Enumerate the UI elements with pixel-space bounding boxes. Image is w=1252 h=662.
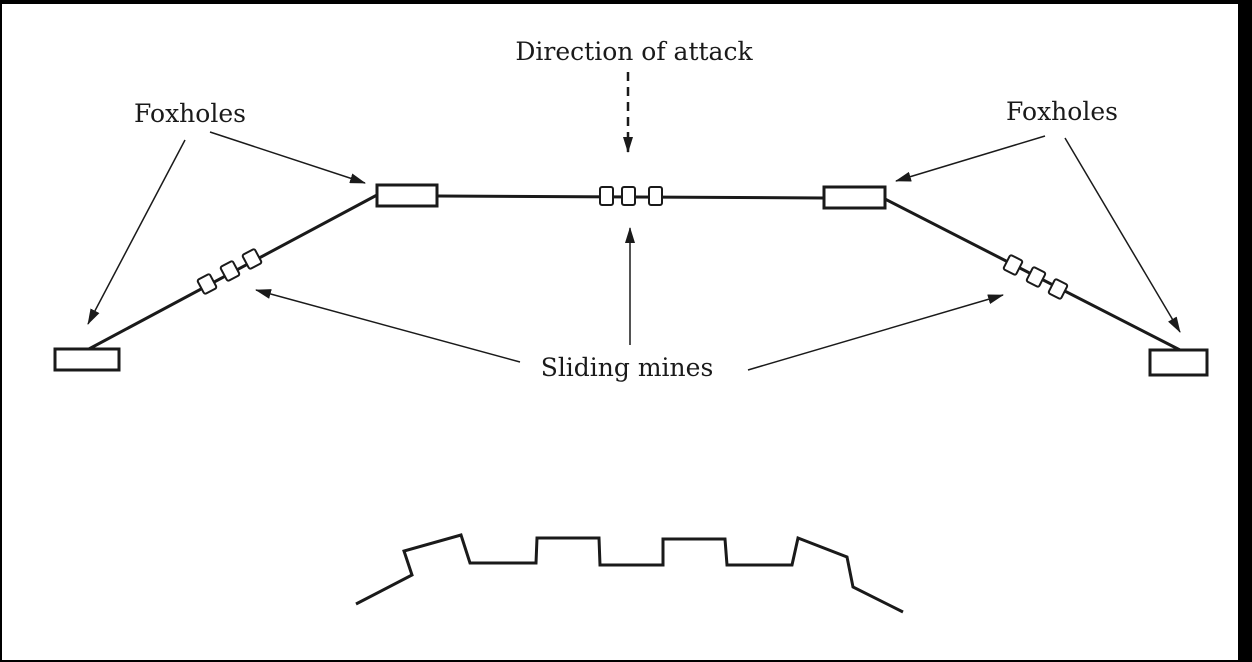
mine [219,260,241,282]
mines-arrow-to-right [747,294,1004,371]
foxholes-label-right: Foxholes [1006,97,1118,126]
mine [196,273,218,295]
trench-outline [355,533,904,614]
mine [621,186,636,206]
sliding-mines-right [1002,254,1069,300]
mines-arrow-to-left [255,289,521,363]
foxholes-label-left: Foxholes [134,99,246,128]
mine [1047,278,1069,300]
mine [241,248,263,270]
foxholes-arrow-left-to-center-left [209,131,366,184]
foxhole-center-left [375,183,439,208]
foxholes-arrow-right-to-far-right [1064,137,1181,333]
mine [1025,266,1047,288]
sliding-mines-center [599,186,663,206]
foxhole-center-right [822,185,887,210]
foxholes-arrow-right-to-center-right [895,135,1046,182]
foxholes-arrow-left-to-far-left [87,139,186,325]
direction-of-attack-label: Direction of attack [515,37,753,66]
mine [648,186,663,206]
sliding-mines-left [196,248,263,295]
mine [599,186,614,206]
mine [1002,254,1024,276]
paper-background [2,4,1238,660]
sliding-mines-label: Sliding mines [541,353,714,382]
foxhole-far-left [53,347,121,372]
foxhole-far-right [1148,348,1209,377]
